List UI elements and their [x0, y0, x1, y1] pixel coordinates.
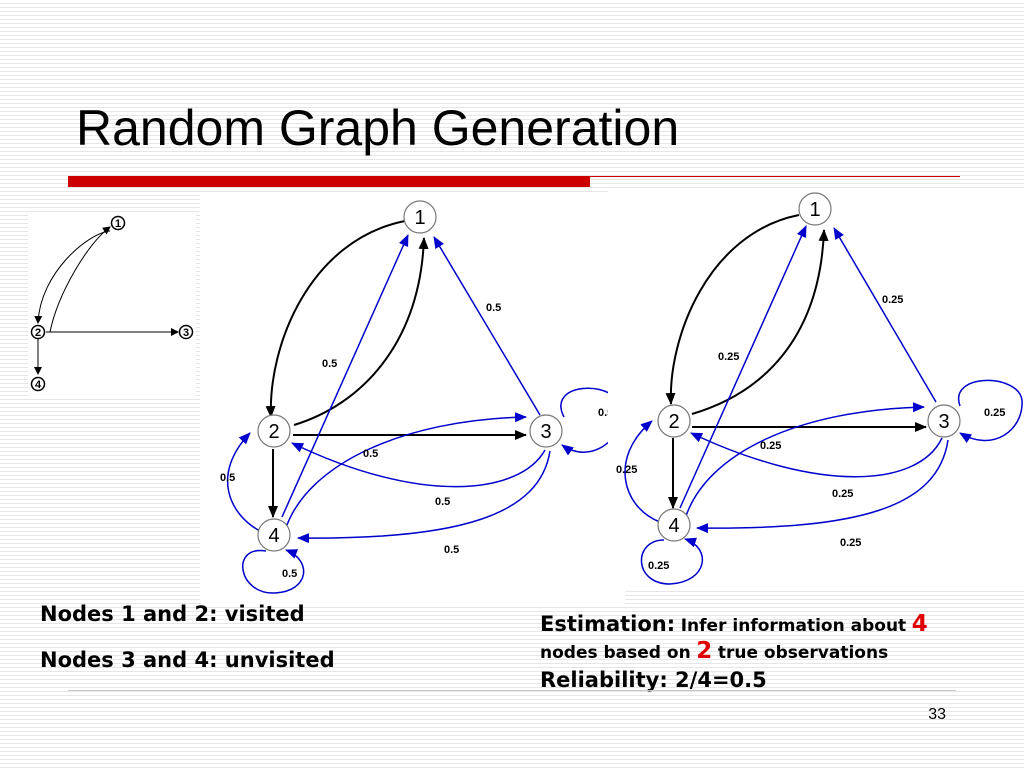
estimation-lead: Estimation:: [540, 612, 676, 636]
middle-node-4: [257, 518, 291, 552]
right-label-3-2: 0.25: [832, 488, 853, 500]
page-number: 33: [928, 706, 946, 723]
original-node-1-label: 1: [115, 218, 121, 230]
estimation-text-1: Infer information about: [680, 616, 907, 636]
right-node-1-label: 1: [809, 199, 820, 221]
middle-node-3-label: 3: [540, 421, 551, 443]
right-edge-3-4: [696, 439, 949, 534]
edge-2-1: [49, 226, 111, 333]
middle-self-loop-4: [242, 549, 305, 594]
right-edge-2-1: [691, 229, 829, 415]
original-node-4: [30, 376, 46, 392]
original-node-2: [30, 324, 46, 340]
estimation-observation-count: 2: [696, 638, 713, 665]
middle-edge-3-2: [291, 442, 546, 488]
middle-label-3-4: 0.5: [444, 544, 459, 556]
title-underline-bar: [68, 176, 590, 187]
estimation-node-count: 4: [911, 611, 928, 637]
middle-edge-4-1: [281, 234, 409, 518]
right-edge-1-2: [665, 214, 800, 405]
middle-node-2: [257, 414, 291, 448]
estimation-text-3: true observations: [717, 643, 889, 664]
middle-node-2-label: 2: [268, 421, 279, 443]
middle-node-3: [529, 414, 563, 448]
middle-edge-1-2: [265, 220, 406, 418]
title-underline-line: [590, 176, 960, 177]
middle-label-3-1: 0.5: [486, 302, 501, 314]
slide-title: Random Graph Generation: [76, 100, 680, 156]
right-label-4-3: 0.25: [760, 440, 781, 452]
middle-edge-3-4: [297, 450, 551, 544]
middle-node-1: [403, 200, 437, 234]
original-node-1: [110, 215, 126, 231]
middle-edge-3-1: [433, 236, 541, 416]
right-label-4-1: 0.25: [718, 351, 739, 363]
right-node-3-label: 3: [938, 411, 949, 433]
right-edge-3-2: [690, 432, 943, 478]
estimation-block: Estimation: Infer information about 4 no…: [540, 608, 1010, 695]
original-graph: 1 2 3 4: [30, 215, 194, 392]
right-node-2: [657, 404, 691, 438]
right-edge-4-3: [685, 402, 925, 517]
right-edge-4-1: [679, 225, 807, 509]
middle-edge-4-2: [226, 432, 261, 532]
original-node-3: [178, 324, 194, 340]
original-node-4-label: 4: [35, 379, 42, 391]
footer-divider: [68, 690, 956, 691]
original-node-3-label: 3: [183, 327, 189, 339]
right-node-4: [657, 508, 691, 542]
right-edge-4-2: [624, 420, 661, 523]
middle-node-1-label: 1: [414, 207, 425, 229]
right-node-1: [798, 192, 832, 226]
reliability-text: Reliability: 2/4=0.5: [540, 667, 767, 692]
middle-label-4-1: 0.5: [322, 358, 337, 370]
middle-label-loop-4: 0.5: [282, 568, 297, 580]
right-self-loop-3: [957, 379, 1023, 443]
right-self-loop-4: [640, 537, 704, 585]
original-graph-panel: 1 2 3 4: [28, 213, 196, 398]
middle-edge-2-1: [293, 237, 429, 426]
note-unvisited: Nodes 3 and 4: unvisited: [40, 648, 335, 672]
middle-edge-4-3: [286, 412, 527, 526]
right-node-2-label: 2: [668, 411, 679, 433]
edge-1-2: [34, 230, 111, 324]
middle-label-4-2: 0.5: [220, 472, 235, 484]
estimation-text-2: nodes based on: [540, 643, 691, 664]
original-node-2-label: 2: [35, 327, 41, 339]
right-node-3: [927, 404, 961, 438]
middle-node-4-label: 4: [268, 525, 279, 547]
middle-label-3-2: 0.5: [435, 496, 450, 508]
right-label-loop-4: 0.25: [648, 560, 669, 572]
right-node-4-label: 4: [668, 515, 679, 537]
right-graph: 0.25 0.25 0.25 0.25 0.25 0.25 0.25 0.25 …: [608, 188, 1024, 588]
right-label-loop-3: 0.25: [984, 407, 1005, 419]
right-label-3-4: 0.25: [840, 537, 861, 549]
middle-graph: 0.5 0.5 0.5 0.5 0.5 0.5 0.5 0.5 1 2 3 4: [200, 195, 625, 605]
right-edge-3-1: [833, 227, 937, 403]
note-visited: Nodes 1 and 2: visited: [40, 602, 305, 626]
right-label-3-1: 0.25: [882, 294, 903, 306]
right-label-4-2: 0.25: [616, 464, 637, 476]
middle-label-4-3: 0.5: [363, 448, 378, 460]
